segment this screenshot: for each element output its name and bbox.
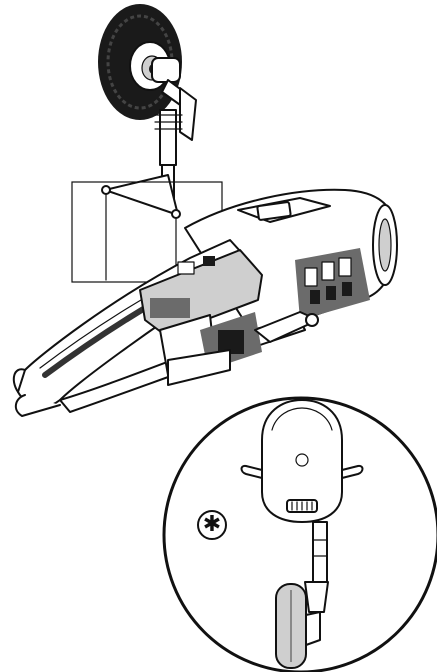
equipment-bay <box>295 248 370 320</box>
front-view-inset <box>162 396 437 672</box>
wheel-well-cutaway <box>139 249 263 386</box>
nose-section <box>12 188 398 417</box>
asterisk-symbol: ✱ <box>197 510 227 540</box>
nose-wheel <box>98 4 182 120</box>
nose-gear-exploded <box>71 4 223 283</box>
gear-strut <box>101 57 197 219</box>
